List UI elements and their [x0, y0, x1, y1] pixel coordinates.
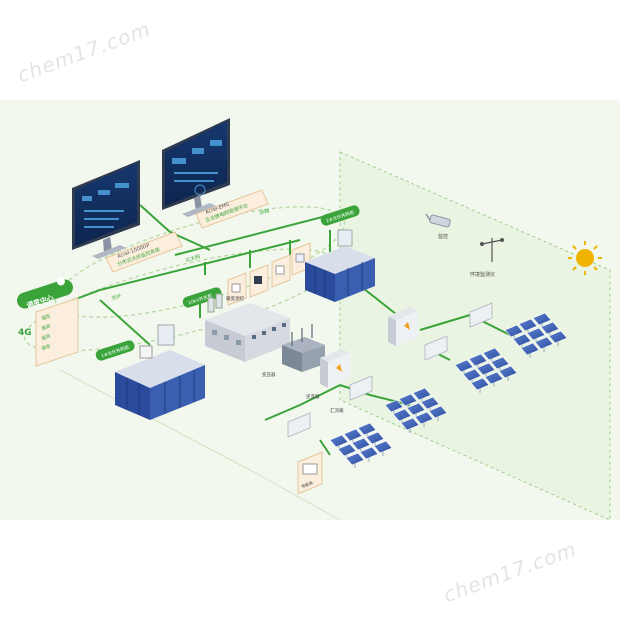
solar-panel — [365, 431, 385, 445]
solar-panel — [484, 371, 504, 385]
cabinet-group-left — [115, 324, 205, 420]
solar-panel — [468, 353, 488, 367]
camera-device: 监控 — [425, 213, 451, 240]
solar-panel — [345, 452, 365, 466]
solar-panel — [428, 405, 448, 419]
solar-panel — [373, 440, 393, 454]
solar-panel — [490, 356, 510, 370]
solar-panel — [548, 330, 568, 344]
anemometer-icon — [480, 242, 484, 246]
solar-panel — [462, 368, 482, 382]
solar-panel — [470, 377, 490, 391]
solar-panel — [384, 399, 404, 413]
solar-panel — [329, 434, 349, 448]
solar-panel — [454, 359, 474, 373]
solar-panel — [351, 437, 371, 451]
solar-panel — [414, 411, 434, 425]
solar-arrays — [329, 312, 568, 468]
solar-panel — [400, 417, 420, 431]
camera-icon — [429, 214, 451, 228]
cabinet-group-right — [305, 229, 375, 302]
ring-label-2: 以太网 — [185, 253, 201, 264]
solar-panel — [357, 422, 377, 436]
solar-panel — [420, 396, 440, 410]
solar-panel — [412, 387, 432, 401]
inverter-label-a: 逆变器 — [306, 393, 320, 400]
monitor-left — [72, 160, 140, 259]
solar-panel — [512, 333, 532, 347]
solar-panel — [540, 321, 560, 335]
dispatch-list-card — [35, 297, 79, 367]
solar-panel — [482, 347, 502, 361]
ring-label-1: 环网 — [259, 208, 270, 217]
solar-panel — [518, 318, 538, 332]
camera-label: 监控 — [438, 233, 448, 240]
dispatch-signal: 4G — [18, 328, 32, 338]
dispatch-center: 调度中心 4G 遥控 遥调 遥测 遥信 — [17, 277, 79, 367]
solar-panel — [498, 365, 518, 379]
dispatch-item-2: 遥调 — [40, 322, 51, 332]
solar-panel — [337, 443, 357, 457]
junction-box-2 — [320, 349, 350, 388]
solar-panel — [398, 393, 418, 407]
solar-panel — [526, 327, 546, 341]
meter-card: 电能表 — [297, 451, 323, 495]
cabinet-left-device — [157, 324, 175, 346]
solar-panel — [359, 446, 379, 460]
control-box-label: 箱变测控 — [226, 295, 244, 302]
meter-label: 电能表 — [300, 479, 313, 489]
transformer: 变压器 — [262, 324, 325, 378]
dispatch-item-4: 遥信 — [40, 342, 51, 352]
solar-panel — [534, 336, 554, 350]
inverters — [287, 302, 493, 438]
solar-panel — [392, 408, 412, 422]
dispatch-item-3: 遥测 — [40, 332, 51, 342]
weather-station: 环境监测仪 — [470, 238, 504, 278]
solar-panel — [406, 402, 426, 416]
solar-panel — [532, 312, 552, 326]
cabinet-left-meter — [139, 345, 153, 359]
dispatch-item-1: 遥控 — [40, 312, 51, 322]
solar-panel — [504, 324, 524, 338]
transformer-label: 变压器 — [262, 371, 276, 378]
solar-panel — [343, 428, 363, 442]
weather-label: 环境监测仪 — [470, 271, 495, 278]
inverter-label-b: 汇流箱 — [330, 407, 344, 414]
junction-box-1 — [388, 307, 418, 346]
monitor-right — [162, 118, 230, 217]
solar-panel — [476, 362, 496, 376]
switchgear-center — [205, 293, 290, 362]
solar-panel — [520, 342, 540, 356]
ring-label-3: 光纤 — [111, 292, 123, 301]
sun-icon — [568, 241, 602, 275]
